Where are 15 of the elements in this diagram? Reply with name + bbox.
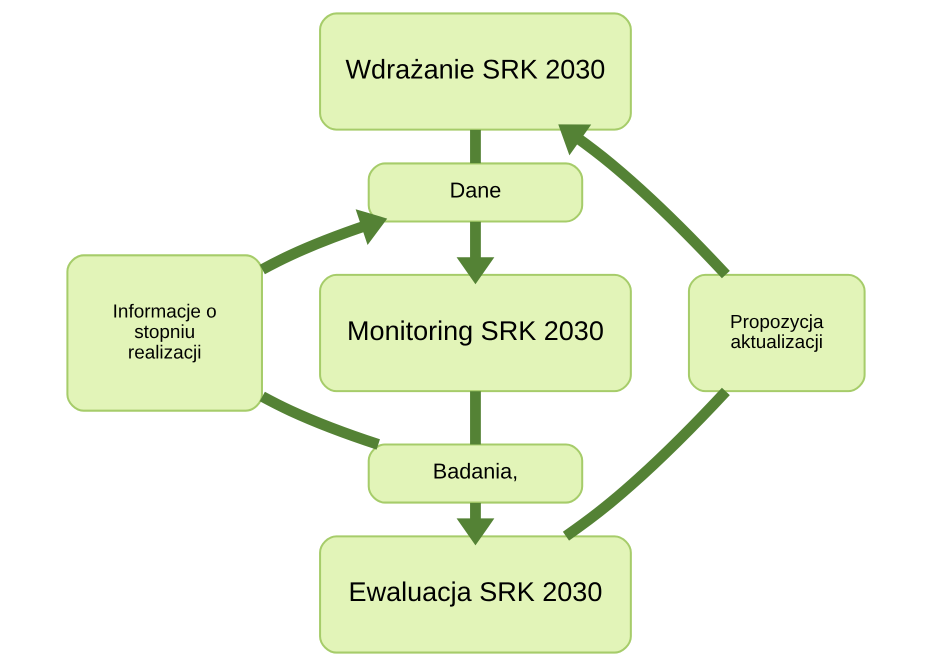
arrow (558, 124, 730, 278)
arrow (456, 502, 494, 546)
connector (470, 130, 480, 164)
node-box: Informacje o stopniu realizacji (66, 254, 262, 412)
node-box: Ewaluacja SRK 2030 (318, 535, 632, 654)
node-box: Dane (367, 162, 583, 223)
arrow (259, 209, 387, 274)
node-box: Propozycja aktualizacji (687, 274, 866, 392)
node-box: Monitoring SRK 2030 (318, 274, 632, 392)
connector (259, 392, 380, 450)
connector (562, 388, 730, 541)
node-box: Badania, (367, 443, 583, 504)
connector (470, 391, 480, 444)
arrow (456, 222, 494, 284)
node-box: Wdrażanie SRK 2030 (318, 12, 632, 131)
